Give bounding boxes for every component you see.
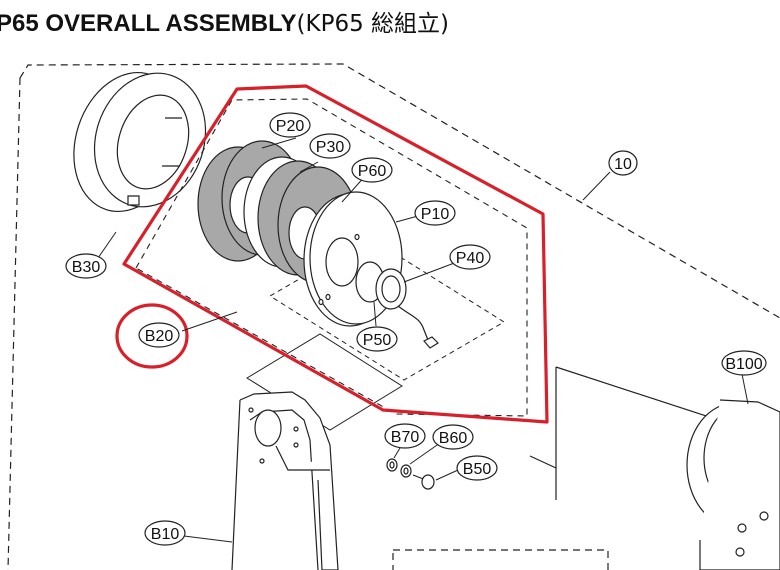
callout-b70: B70 — [384, 423, 426, 449]
callout-p10-text: P10 — [421, 206, 450, 223]
highlight-frame — [122, 84, 549, 424]
title-japanese: (KP65 総組立) — [296, 11, 450, 37]
callout-p20: P20 — [269, 112, 311, 138]
p40-sensor — [375, 268, 439, 349]
b100-housing — [529, 366, 780, 570]
callout-b100-text: B100 — [725, 356, 762, 373]
bolt-b50 — [412, 474, 435, 490]
callout-b100: B100 — [721, 350, 767, 376]
callout-p50: P50 — [356, 326, 398, 352]
callout-b20-text: B20 — [145, 328, 174, 345]
callout-p10: P10 — [414, 200, 456, 226]
title-main: P65 OVERALL ASSEMBLY — [0, 10, 297, 37]
b10-stand — [231, 391, 339, 570]
callout-b10-text: B10 — [151, 526, 180, 543]
callout-b30-text: B30 — [72, 259, 101, 276]
washer-b70 — [386, 458, 398, 472]
callout-b30: B30 — [65, 253, 107, 279]
washer-b60 — [400, 464, 412, 478]
callout-10-text: 10 — [614, 156, 632, 173]
callout-p60-text: P60 — [358, 163, 387, 180]
callout-p60: P60 — [351, 157, 393, 183]
page-title: P65 OVERALL ASSEMBLY(KP65 総組立) — [0, 4, 449, 38]
callout-b60: B60 — [432, 424, 474, 450]
assembly-boundary — [7, 63, 780, 570]
callout-b70-text: B70 — [391, 429, 420, 446]
callout-b50: B50 — [456, 455, 498, 481]
b20-highlight-circle — [115, 303, 189, 369]
callout-labels: 10 P20 P30 P60 P10 P40 P50 B30 — [65, 112, 767, 546]
callout-p30: P30 — [309, 133, 351, 159]
callout-p40: P40 — [449, 244, 491, 270]
callout-p30-text: P30 — [316, 139, 345, 156]
leader-lines — [97, 137, 749, 543]
callout-p40-text: P40 — [456, 250, 485, 267]
callout-b60-text: B60 — [439, 430, 468, 447]
callout-b20: B20 — [138, 322, 180, 348]
callout-b10: B10 — [144, 520, 186, 546]
callout-b50-text: B50 — [463, 461, 492, 478]
callout-p20-text: P20 — [276, 118, 305, 135]
callout-10: 10 — [608, 150, 638, 176]
callout-p50-text: P50 — [363, 332, 392, 349]
b30-cover-part — [73, 71, 207, 213]
